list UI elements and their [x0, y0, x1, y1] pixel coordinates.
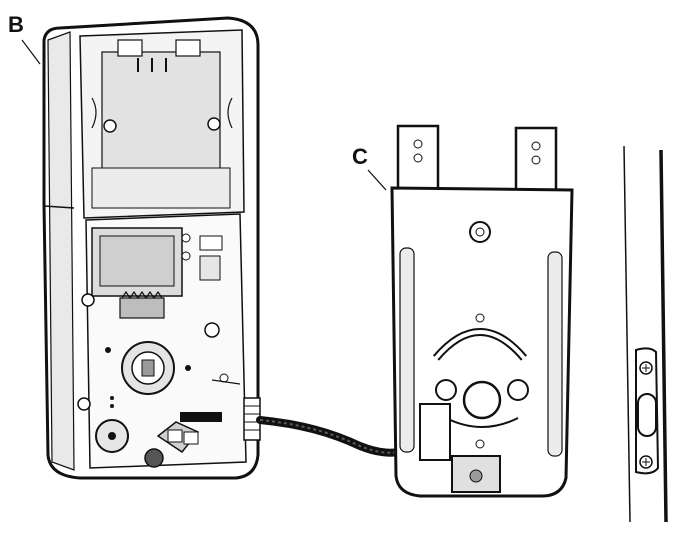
spindle-hole [462, 380, 502, 420]
screw-hole-icon [207, 117, 221, 131]
screw-hole-icon [204, 322, 220, 338]
battery-slot [101, 51, 221, 181]
latch-bolt-opening [637, 393, 657, 437]
wire-connector [199, 255, 221, 281]
screw-hole-icon [435, 379, 457, 401]
screw-hole-icon [77, 397, 91, 411]
ribbon-connector [180, 412, 222, 422]
gear-icon [119, 290, 165, 319]
spindle-cam [121, 341, 175, 395]
callout-label-b: B [8, 12, 24, 37]
reset-button [144, 448, 164, 468]
callout-c-leader [367, 169, 387, 191]
callout-b-leader [21, 39, 41, 65]
mode-button [156, 421, 200, 454]
assembly-side-face [47, 31, 75, 471]
screw-hole-icon [103, 119, 117, 133]
mounting-plate-c [390, 124, 574, 498]
cable-pass-slot [419, 403, 451, 461]
screw-hole-icon [507, 379, 529, 401]
callout-label-c: C [352, 144, 368, 169]
door-edge [623, 145, 668, 523]
interior-assembly-b [42, 16, 261, 480]
screw-hole-icon [81, 293, 95, 307]
